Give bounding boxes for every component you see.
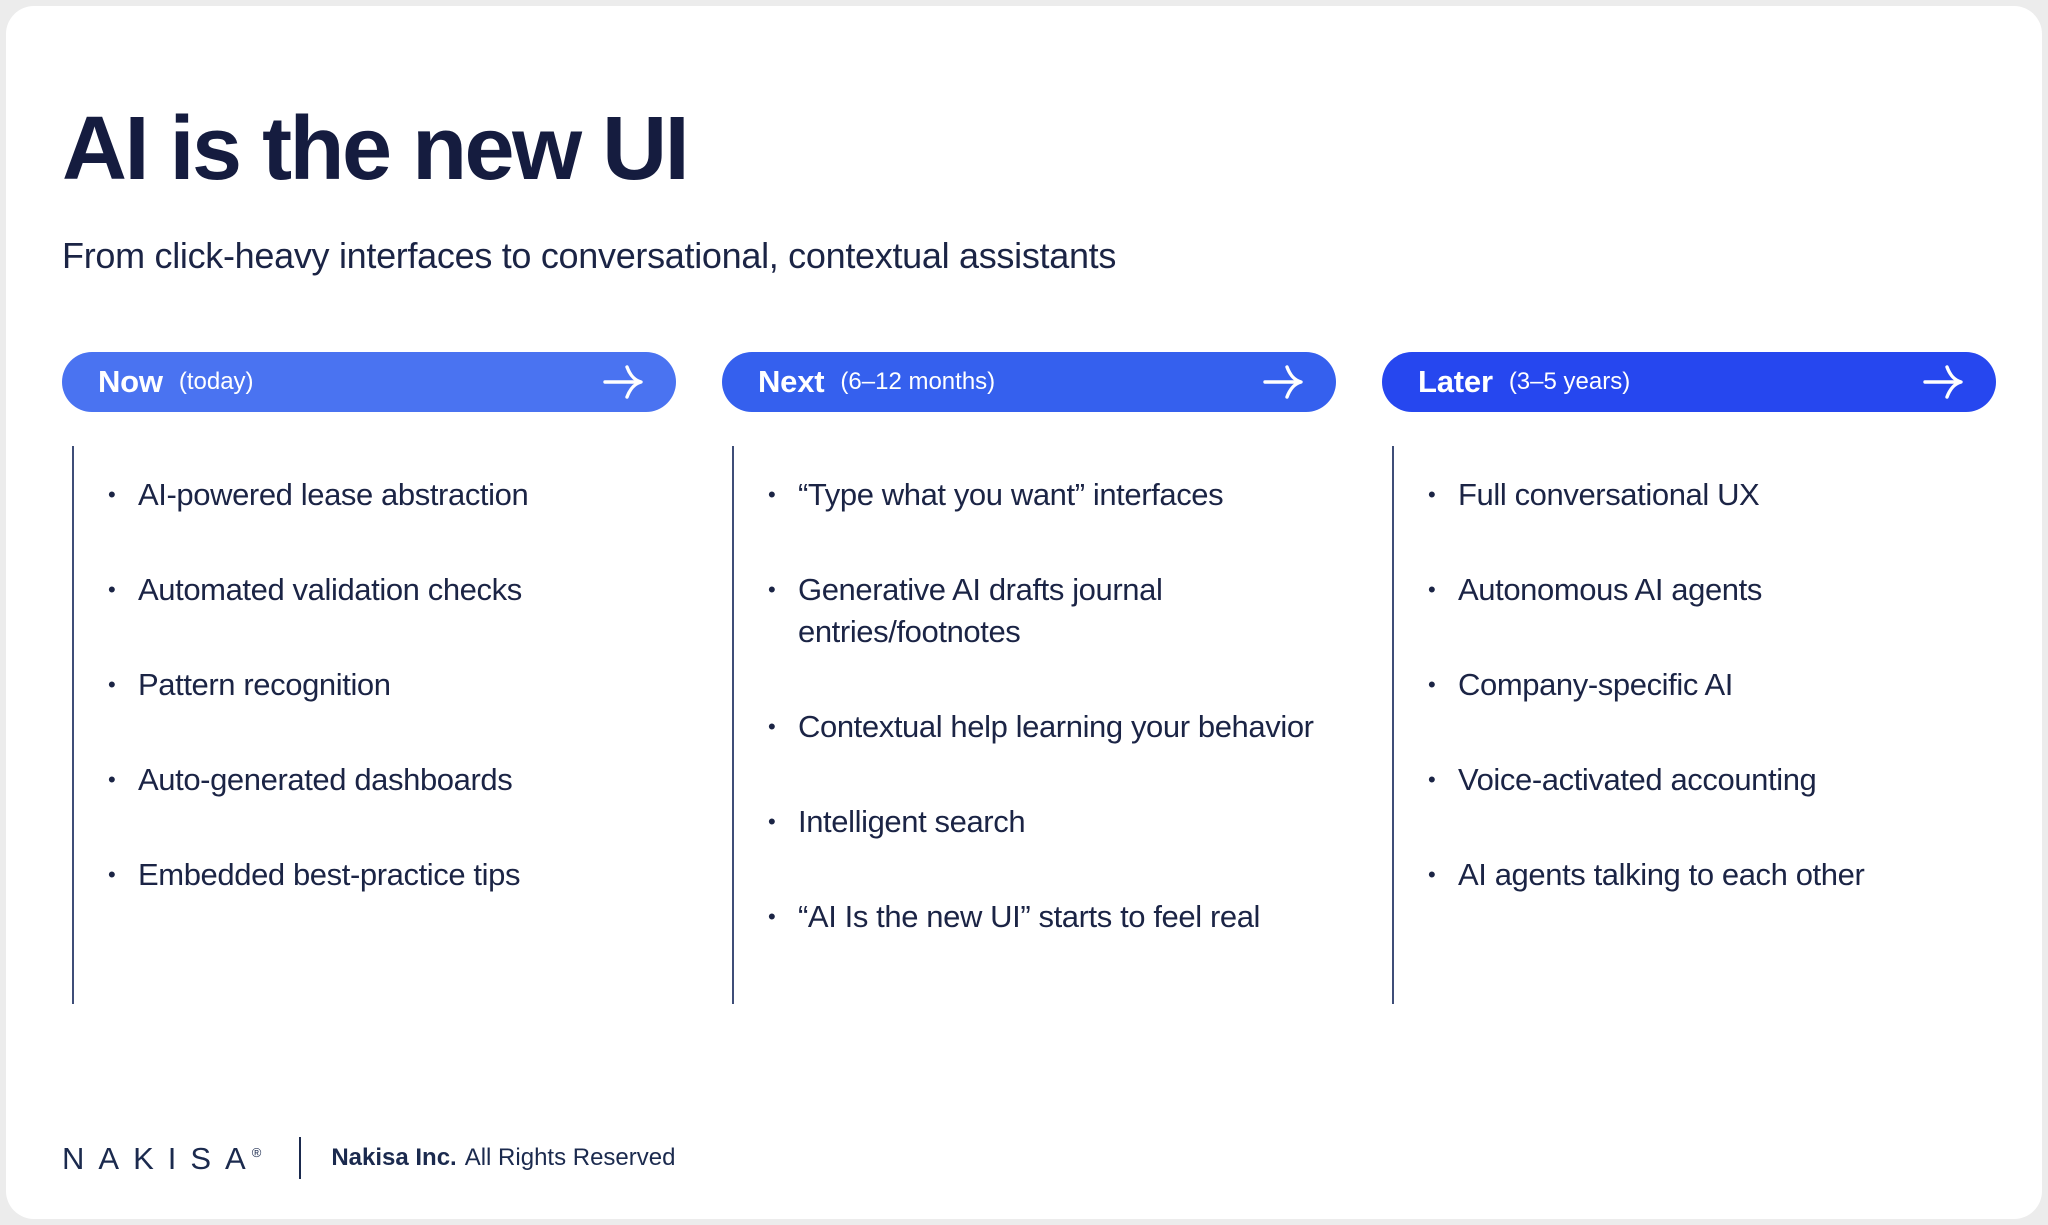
bullet-dot: •: [768, 904, 776, 929]
next-item-list: • “Type what you want” interfaces • Generat…: [732, 446, 1336, 1004]
timeline-columns: Now (today) • AI-powered lease abstractio…: [62, 352, 2002, 1004]
bullet-dot: •: [108, 482, 116, 507]
footer-text: Nakisa Inc. All Rights Reserved: [331, 1144, 675, 1172]
next-pill-button[interactable]: Next (6–12 months): [722, 352, 1336, 412]
column-now: Now (today) • AI-powered lease abstractio…: [62, 352, 676, 1004]
list-item-text: Auto-generated dashboards: [138, 762, 513, 797]
list-item: • Automated validation checks: [108, 569, 676, 611]
later-pill-label: Later: [1418, 364, 1493, 399]
later-pill-timeframe: (3–5 years): [1508, 368, 1631, 395]
later-pill-button[interactable]: Later (3–5 years): [1382, 352, 1996, 412]
bullet-dot: •: [1428, 862, 1436, 887]
arrow-right-icon: [1920, 363, 1966, 401]
list-item: • Company-specific AI: [1428, 664, 1996, 706]
list-item: • Intelligent search: [768, 801, 1336, 843]
list-item-text: Full conversational UX: [1458, 477, 1760, 512]
list-item-text: Pattern recognition: [138, 667, 391, 702]
bullet-dot: •: [108, 767, 116, 792]
list-item-text: AI agents talking to each other: [1458, 857, 1865, 892]
bullet-dot: •: [108, 672, 116, 697]
list-item: • Full conversational UX: [1428, 474, 1996, 516]
arrow-right-icon: [1260, 363, 1306, 401]
list-item: • “Type what you want” interfaces: [768, 474, 1336, 516]
list-item-text: Intelligent search: [798, 804, 1026, 839]
footer: NAKISA® Nakisa Inc. All Rights Reserved: [62, 1137, 675, 1179]
list-item-text: Autonomous AI agents: [1458, 572, 1762, 607]
column-later: Later (3–5 years) • Full conversational U…: [1382, 352, 1996, 1004]
bullet-dot: •: [1428, 672, 1436, 697]
list-item-text: Automated validation checks: [138, 572, 522, 607]
list-item: • Auto-generated dashboards: [108, 759, 676, 801]
later-item-list: • Full conversational UX • Autonomous AI ag…: [1392, 446, 1996, 1004]
now-pill-label: Now: [98, 364, 163, 399]
bullet-dot: •: [1428, 767, 1436, 792]
list-item: • Autonomous AI agents: [1428, 569, 1996, 611]
page-title: AI is the new UI: [62, 99, 690, 199]
footer-company: Nakisa Inc.: [331, 1144, 457, 1171]
list-item: • AI-powered lease abstraction: [108, 474, 676, 516]
nakisa-logo: NAKISA®: [62, 1140, 276, 1176]
page-subtitle: From click-heavy interfaces to conversat…: [62, 234, 1117, 276]
footer-divider: [299, 1137, 302, 1179]
slide-card: AI is the new UI From click-heavy interf…: [6, 6, 2042, 1219]
list-item-text: “Type what you want” interfaces: [798, 477, 1224, 512]
next-pill-label: Next: [758, 364, 825, 399]
list-item: • Contextual help learning your behavior: [768, 706, 1336, 748]
list-item-text: Contextual help learning your behavior: [798, 709, 1314, 744]
now-pill-timeframe: (today): [178, 368, 254, 395]
now-pill-button[interactable]: Now (today): [62, 352, 676, 412]
list-item-text: “AI Is the new UI” starts to feel real: [798, 899, 1261, 934]
bullet-dot: •: [768, 482, 776, 507]
column-next: Next (6–12 months) • “Type what you want”…: [722, 352, 1336, 1004]
list-item: • Voice-activated accounting: [1428, 759, 1996, 801]
list-item: • Embedded best-practice tips: [108, 854, 676, 896]
registered-mark: ®: [251, 1145, 276, 1161]
now-item-list: • AI-powered lease abstraction • Automated …: [72, 446, 676, 1004]
bullet-dot: •: [768, 714, 776, 739]
list-item-text: Voice-activated accounting: [1458, 762, 1817, 797]
footer-rights: All Rights Reserved: [464, 1144, 676, 1171]
list-item-text: Generative AI drafts journal entries/foo…: [798, 572, 1163, 649]
bullet-dot: •: [768, 577, 776, 602]
list-item-text: Embedded best-practice tips: [138, 857, 521, 892]
list-item: • Generative AI drafts journal entries/fo…: [768, 569, 1336, 653]
bullet-dot: •: [1428, 482, 1436, 507]
next-pill-timeframe: (6–12 months): [840, 368, 996, 395]
arrow-right-icon: [600, 363, 646, 401]
list-item-text: AI-powered lease abstraction: [138, 477, 529, 512]
bullet-dot: •: [1428, 577, 1436, 602]
list-item-text: Company-specific AI: [1458, 667, 1733, 702]
slide-header: AI is the new UI From click-heavy interf…: [62, 102, 1116, 277]
bullet-dot: •: [108, 862, 116, 887]
bullet-dot: •: [768, 809, 776, 834]
list-item: • Pattern recognition: [108, 664, 676, 706]
list-item: • AI agents talking to each other: [1428, 854, 1996, 896]
list-item: • “AI Is the new UI” starts to feel real: [768, 896, 1336, 938]
bullet-dot: •: [108, 577, 116, 602]
